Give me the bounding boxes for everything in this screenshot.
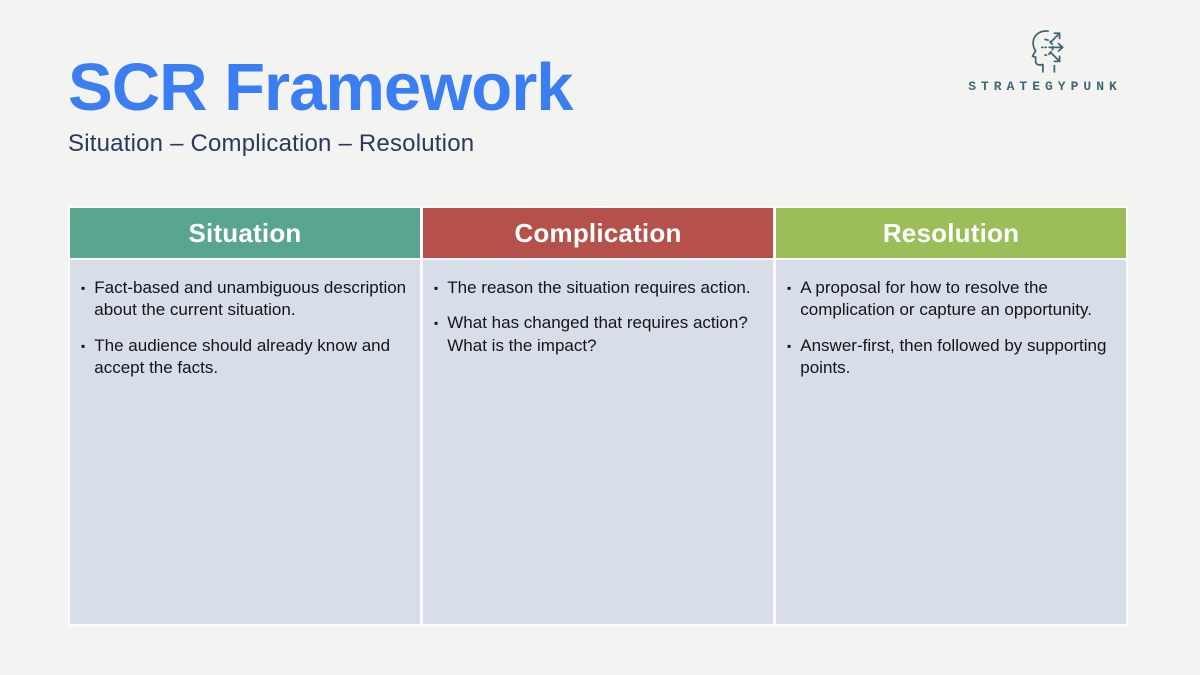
head-arrows-icon [1031, 30, 1064, 73]
column-header-complication: Complication [423, 208, 773, 258]
column-header-resolution: Resolution [776, 208, 1126, 258]
scr-table: Situation ▪ Fact-based and unambiguous d… [68, 206, 1128, 626]
page-subtitle: Situation – Complication – Resolution [68, 130, 475, 157]
bullet-text: Answer-first, then followed by supportin… [800, 335, 1107, 378]
list-item: ▪ Fact-based and unambiguous description… [81, 277, 408, 322]
brand-name: STRATEGYPUNK [968, 79, 1122, 94]
column-header-situation: Situation [70, 208, 420, 258]
list-item: ▪ The reason the situation requires acti… [434, 277, 761, 299]
bullet-text: What has changed that requires action? W… [447, 313, 748, 355]
bullet-square-icon: ▪ [81, 281, 86, 295]
list-item: ▪ A proposal for how to resolve the comp… [787, 277, 1114, 322]
column-complication: Complication ▪ The reason the situation … [423, 208, 773, 624]
bullet-square-icon: ▪ [787, 338, 792, 353]
bullet-text: A proposal for how to resolve the compli… [800, 278, 1092, 320]
bullet-text: The reason the situation requires action… [447, 278, 751, 297]
bullet-text: The audience should already know and acc… [94, 335, 391, 378]
brand-logo: STRATEGYPUNK [956, 26, 1134, 94]
bullet-square-icon: ▪ [787, 281, 792, 295]
column-body-resolution: ▪ A proposal for how to resolve the comp… [776, 260, 1126, 624]
bullet-text: Fact-based and unambiguous description a… [94, 278, 407, 320]
list-item: ▪ What has changed that requires action?… [434, 312, 761, 357]
title-block: SCR Framework Situation – Complication –… [68, 50, 574, 158]
column-body-complication: ▪ The reason the situation requires acti… [423, 260, 773, 624]
column-body-situation: ▪ Fact-based and unambiguous description… [70, 260, 420, 624]
column-situation: Situation ▪ Fact-based and unambiguous d… [70, 208, 420, 624]
bullet-square-icon: ▪ [434, 316, 439, 331]
page-title: SCR Framework [68, 50, 574, 125]
column-resolution: Resolution ▪ A proposal for how to resol… [776, 208, 1126, 624]
bullet-square-icon: ▪ [81, 338, 86, 353]
list-item: ▪ Answer-first, then followed by support… [787, 335, 1114, 380]
bullet-square-icon: ▪ [434, 281, 439, 295]
list-item: ▪ The audience should already know and a… [81, 335, 408, 380]
